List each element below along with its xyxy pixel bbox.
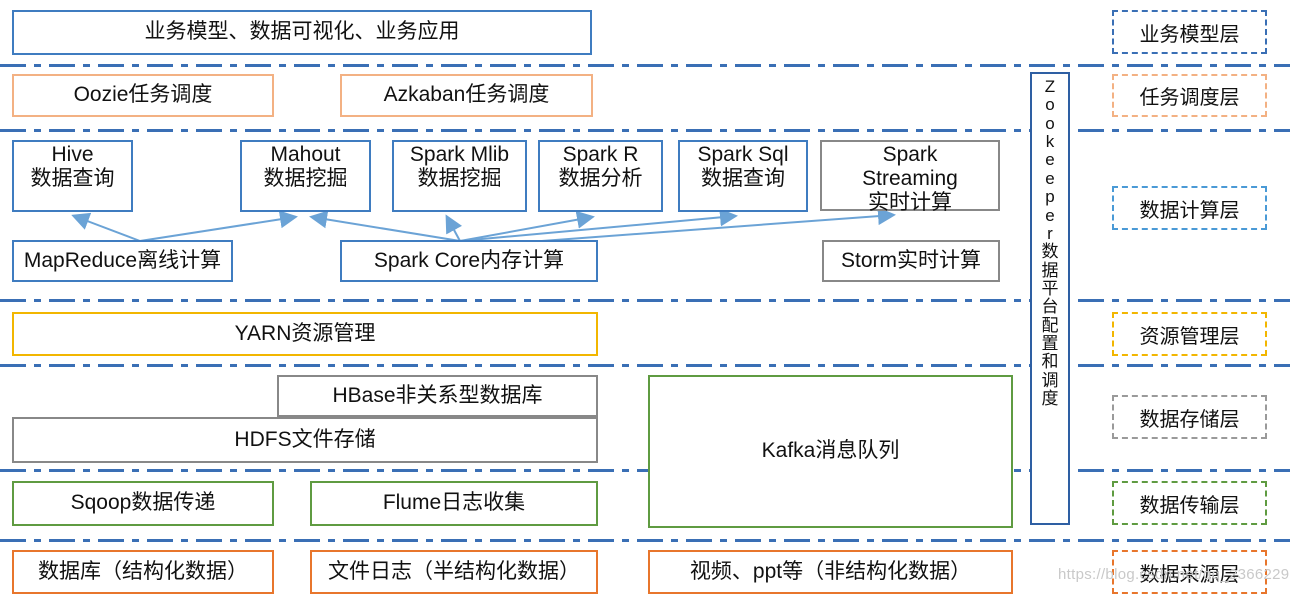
box-hive[interactable]: Hive 数据查询 xyxy=(12,140,133,212)
box-sqoop[interactable]: Sqoop数据传递 xyxy=(12,481,274,526)
layer-divider-3 xyxy=(0,299,1290,302)
box-spark-r[interactable]: Spark R 数据分析 xyxy=(538,140,663,212)
layer-tag-business: 业务模型层 xyxy=(1112,10,1267,54)
zookeeper-char: e xyxy=(1045,168,1055,188)
box-hdfs[interactable]: HDFS文件存储 xyxy=(12,417,598,463)
box-source-unstructured[interactable]: 视频、ppt等（非结构化数据） xyxy=(648,550,1013,594)
zookeeper-char: 数 xyxy=(1041,242,1059,262)
box-kafka[interactable]: Kafka消息队列 xyxy=(648,375,1013,528)
box-source-filelog[interactable]: 文件日志（半结构化数据） xyxy=(310,550,598,594)
box-spark-mlib[interactable]: Spark Mlib 数据挖掘 xyxy=(392,140,527,212)
box-oozie[interactable]: Oozie任务调度 xyxy=(12,74,274,117)
layer-divider-5 xyxy=(0,469,1290,472)
layer-tag-storage: 数据存储层 xyxy=(1112,395,1267,439)
box-storm[interactable]: Storm实时计算 xyxy=(822,240,1000,282)
zookeeper-char: 调 xyxy=(1041,370,1059,390)
box-spark-streaming-label: Spark Streaming 实时计算 xyxy=(862,143,958,215)
box-azkaban[interactable]: Azkaban任务调度 xyxy=(340,74,593,117)
zookeeper-char: r xyxy=(1047,223,1053,243)
layer-tag-compute: 数据计算层 xyxy=(1112,186,1267,230)
box-hbase[interactable]: HBase非关系型数据库 xyxy=(277,375,598,417)
box-yarn[interactable]: YARN资源管理 xyxy=(12,312,598,356)
zookeeper-char: 据 xyxy=(1041,260,1059,280)
box-hive-label: Hive 数据查询 xyxy=(30,143,115,191)
zookeeper-char: o xyxy=(1045,113,1055,133)
box-spark-sql-label: Spark Sql 数据查询 xyxy=(697,143,789,191)
layer-divider-6 xyxy=(0,539,1290,542)
watermark: https://blog.csdn.net/qq_23662299 xyxy=(1058,566,1290,583)
layer-tag-source: 数据来源层 xyxy=(1112,550,1267,594)
zookeeper-char: 度 xyxy=(1041,389,1059,409)
box-spark-streaming[interactable]: Spark Streaming 实时计算 xyxy=(820,140,1000,214)
zookeeper-char: 配 xyxy=(1041,315,1059,335)
zookeeper-char: 和 xyxy=(1041,352,1059,372)
zookeeper-char: 平 xyxy=(1041,278,1059,298)
zookeeper-char: e xyxy=(1045,205,1055,225)
box-source-database[interactable]: 数据库（结构化数据） xyxy=(12,550,274,594)
box-business-app[interactable]: 业务模型、数据可视化、业务应用 xyxy=(12,10,592,55)
zookeeper-char: p xyxy=(1045,187,1055,207)
box-spark-core[interactable]: Spark Core内存计算 xyxy=(340,240,598,282)
layer-tag-resource: 资源管理层 xyxy=(1112,312,1267,356)
box-spark-sql[interactable]: Spark Sql 数据查询 xyxy=(678,140,808,212)
layer-tag-transport: 数据传输层 xyxy=(1112,481,1267,525)
box-mapreduce[interactable]: MapReduce离线计算 xyxy=(12,240,233,282)
layer-divider-2 xyxy=(0,129,1290,132)
box-zookeeper[interactable]: Z o o k e e p e r 数 据 平 台 配 置 和 调 度 xyxy=(1030,72,1070,525)
layer-divider-1 xyxy=(0,64,1290,67)
zookeeper-char: 台 xyxy=(1041,297,1059,317)
box-spark-r-label: Spark R 数据分析 xyxy=(558,143,643,191)
zookeeper-char: k xyxy=(1045,132,1055,152)
zookeeper-char: 置 xyxy=(1041,334,1059,354)
layer-tag-schedule: 任务调度层 xyxy=(1112,74,1267,117)
box-mahout-label: Mahout 数据挖掘 xyxy=(263,143,348,191)
box-mahout[interactable]: Mahout 数据挖掘 xyxy=(240,140,371,212)
zookeeper-char: e xyxy=(1045,150,1055,170)
box-flume[interactable]: Flume日志收集 xyxy=(310,481,598,526)
layer-divider-4 xyxy=(0,364,1290,367)
zookeeper-char: o xyxy=(1045,95,1055,115)
box-spark-mlib-label: Spark Mlib 数据挖掘 xyxy=(409,143,510,191)
zookeeper-char: Z xyxy=(1044,77,1056,96)
